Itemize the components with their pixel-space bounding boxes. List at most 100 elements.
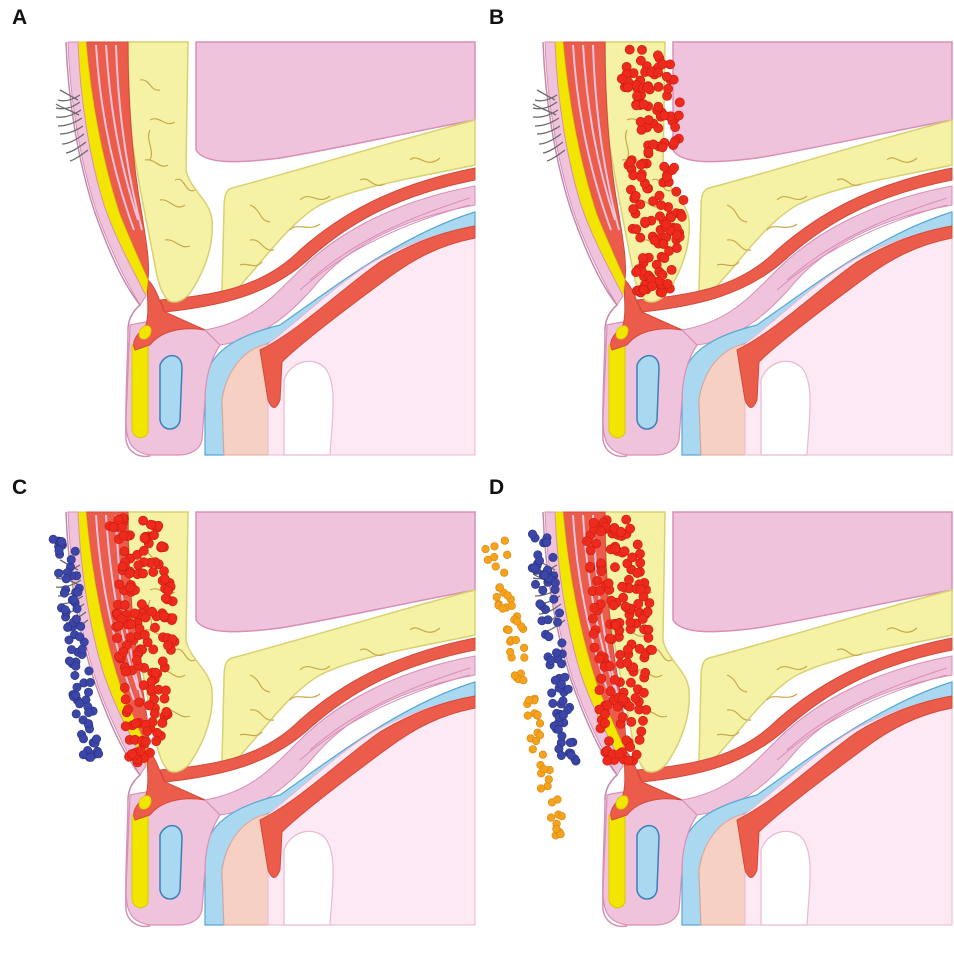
red-cell bbox=[632, 268, 641, 277]
red-cell bbox=[586, 546, 595, 555]
orange-cell bbox=[503, 551, 511, 559]
red-cell bbox=[595, 686, 604, 695]
blue-cell bbox=[559, 697, 567, 705]
blue-cell bbox=[564, 685, 572, 693]
red-cell bbox=[131, 719, 140, 728]
blue-cell bbox=[75, 633, 83, 641]
blue-cell bbox=[61, 606, 69, 614]
red-cell bbox=[603, 756, 612, 765]
blue-cell bbox=[535, 557, 543, 565]
red-cell bbox=[615, 750, 624, 759]
red-cell bbox=[125, 569, 134, 578]
red-cell bbox=[139, 681, 148, 690]
red-cell bbox=[635, 644, 644, 653]
red-cell bbox=[603, 701, 612, 710]
red-cell bbox=[636, 56, 645, 65]
red-cell bbox=[632, 91, 641, 100]
orange-cell bbox=[501, 537, 509, 545]
blue-cell bbox=[536, 600, 544, 608]
red-cell bbox=[149, 531, 158, 540]
red-cell bbox=[658, 60, 667, 69]
orange-cell bbox=[482, 545, 490, 553]
red-cell bbox=[585, 562, 594, 571]
red-cell bbox=[638, 716, 647, 725]
red-cell bbox=[635, 735, 644, 744]
red-cell bbox=[659, 239, 668, 248]
orange-cell bbox=[536, 731, 544, 739]
red-cell bbox=[629, 171, 638, 180]
blue-cell bbox=[541, 571, 549, 579]
blue-cell bbox=[58, 538, 66, 546]
red-cell bbox=[616, 527, 625, 536]
red-cell bbox=[595, 586, 604, 595]
orange-cell bbox=[511, 672, 519, 680]
blue-cell bbox=[72, 710, 80, 718]
red-cell bbox=[670, 138, 679, 147]
red-cell bbox=[654, 102, 663, 111]
red-cell bbox=[145, 701, 154, 710]
red-cell bbox=[647, 645, 656, 654]
red-cell bbox=[124, 705, 133, 714]
red-cell bbox=[623, 658, 632, 667]
red-cell bbox=[135, 698, 144, 707]
blue-cell bbox=[73, 605, 81, 613]
orange-cell bbox=[496, 584, 504, 592]
blue-cell bbox=[54, 569, 62, 577]
red-cell bbox=[639, 688, 648, 697]
eyelid-diagram bbox=[477, 470, 954, 954]
red-cell bbox=[649, 140, 658, 149]
red-cell bbox=[628, 553, 637, 562]
red-cell bbox=[636, 233, 645, 242]
orange-cell bbox=[499, 605, 507, 613]
red-cell bbox=[119, 647, 128, 656]
panel-a: A bbox=[0, 0, 477, 484]
red-cell bbox=[623, 83, 632, 92]
red-cell bbox=[593, 576, 602, 585]
red-cell bbox=[604, 737, 613, 746]
blue-cell bbox=[84, 708, 92, 716]
red-cell bbox=[137, 600, 146, 609]
red-cell bbox=[152, 737, 161, 746]
red-cell bbox=[620, 547, 629, 556]
orange-cell bbox=[554, 796, 562, 804]
red-cell bbox=[121, 722, 130, 731]
blue-cell bbox=[72, 615, 80, 623]
red-cell bbox=[662, 72, 671, 81]
red-cell bbox=[158, 718, 167, 727]
eyelid-diagram bbox=[0, 470, 477, 954]
orange-cell bbox=[547, 814, 555, 822]
red-cell bbox=[672, 243, 681, 252]
blue-cell bbox=[548, 689, 556, 697]
red-cell bbox=[625, 45, 634, 54]
red-cell bbox=[168, 614, 177, 623]
red-cell bbox=[151, 668, 160, 677]
orange-cell bbox=[484, 556, 492, 564]
red-cell bbox=[626, 524, 635, 533]
red-cell bbox=[120, 600, 129, 609]
red-cell bbox=[643, 607, 652, 616]
blue-cell bbox=[558, 639, 566, 647]
blue-cell bbox=[65, 636, 73, 644]
red-cell bbox=[121, 667, 130, 676]
red-cell bbox=[618, 694, 627, 703]
red-cell bbox=[654, 124, 663, 133]
red-cell bbox=[622, 515, 631, 524]
red-cell bbox=[662, 173, 671, 182]
blue-cell bbox=[65, 657, 73, 665]
blue-cell bbox=[559, 711, 567, 719]
red-cell bbox=[655, 191, 664, 200]
red-cell bbox=[138, 569, 147, 578]
red-cell bbox=[590, 643, 599, 652]
blue-cell bbox=[544, 616, 552, 624]
red-cell bbox=[130, 609, 139, 618]
red-cell bbox=[637, 173, 646, 182]
red-cell bbox=[119, 531, 128, 540]
red-cell bbox=[120, 547, 129, 556]
blue-cell bbox=[528, 530, 536, 538]
red-cell bbox=[672, 230, 681, 239]
red-cell bbox=[611, 621, 620, 630]
red-cell bbox=[149, 645, 158, 654]
red-cell bbox=[639, 285, 648, 294]
red-cell bbox=[134, 561, 143, 570]
orange-cell bbox=[558, 812, 566, 820]
